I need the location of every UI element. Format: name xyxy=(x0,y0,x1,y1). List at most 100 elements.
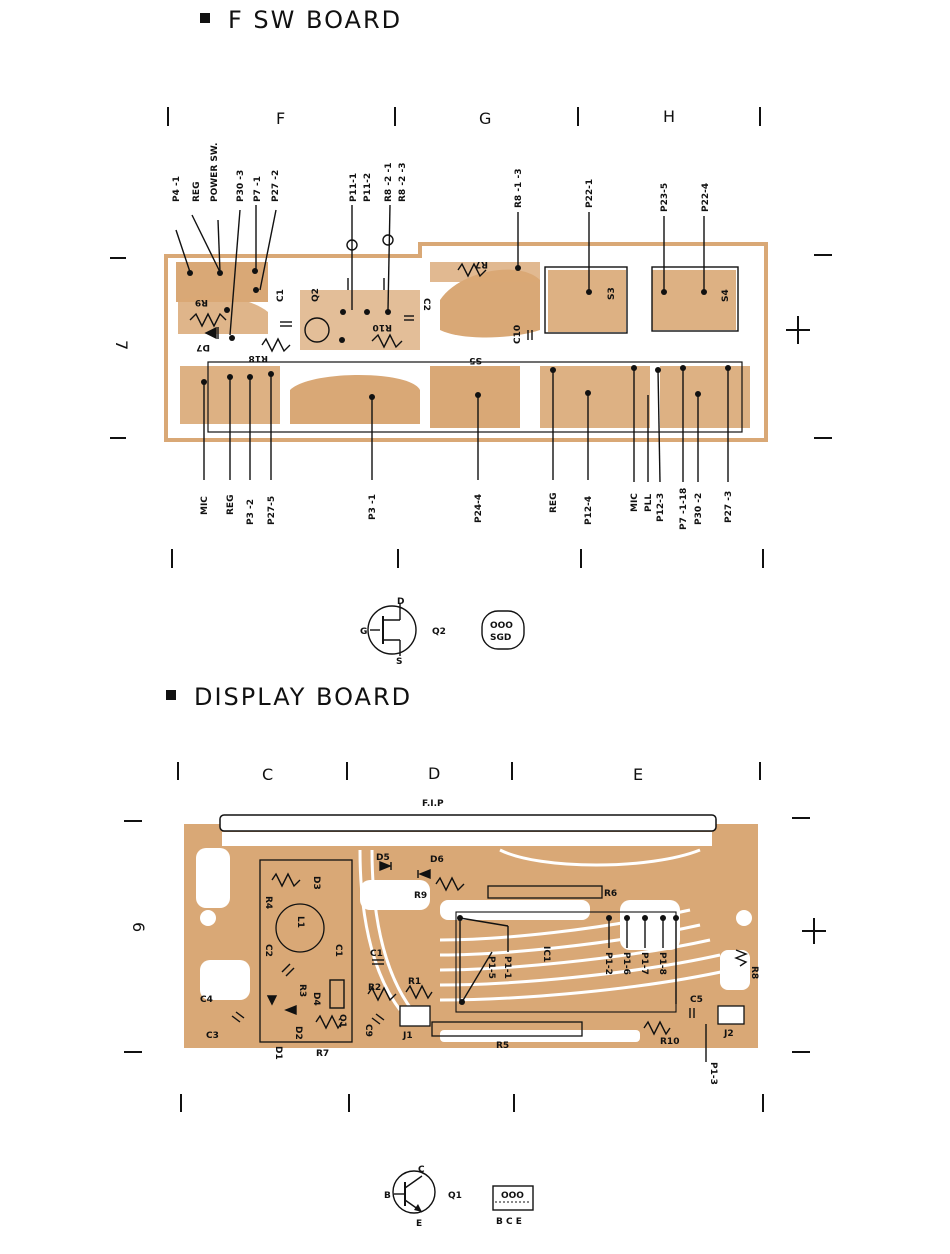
wire-label: P4 -1 xyxy=(172,176,182,202)
part-label: R5 xyxy=(496,1041,509,1051)
pin-label: G xyxy=(360,627,367,637)
display-board-title: DISPLAY BOARD xyxy=(166,683,412,711)
part-label: J1 xyxy=(402,1031,413,1041)
part-label: C3 xyxy=(206,1031,219,1041)
pin-label: P1-6 xyxy=(621,952,631,975)
wire-label: P12-3 xyxy=(656,493,666,522)
display-zone-label: D xyxy=(428,764,440,783)
wire-label: PLL xyxy=(644,494,654,512)
part-label: Q1 xyxy=(337,1014,347,1028)
wire-label: R8 -2 -3 xyxy=(398,163,408,202)
pin-label: P1-1 xyxy=(502,956,512,979)
part-label: C9 xyxy=(363,1024,373,1037)
wire-label: MIC xyxy=(630,493,640,512)
q1-label: Q1 xyxy=(448,1191,462,1201)
part-label: C2 xyxy=(421,298,431,311)
display-pcb xyxy=(184,814,758,1048)
part-label: S5 xyxy=(469,355,482,365)
fip-label: F.I.P xyxy=(422,799,444,809)
part-label: R1 xyxy=(408,977,421,987)
bullet-square-icon xyxy=(166,690,176,700)
wire-label: POWER SW. xyxy=(210,143,220,202)
part-label: R7 xyxy=(316,1049,329,1059)
part-label: D3 xyxy=(311,876,321,890)
fsw-zone-label: H xyxy=(663,107,675,126)
part-label: IC1 xyxy=(541,946,551,962)
wire-label: P7 -1-18 xyxy=(679,488,689,530)
part-label: C1 xyxy=(276,289,286,302)
pin-label: P1-8 xyxy=(657,952,667,975)
package-pins: OOO xyxy=(490,621,513,631)
part-label: R10 xyxy=(373,322,392,332)
package-pin-names: SGD xyxy=(490,633,511,643)
wire-label: P3 -2 xyxy=(246,499,256,525)
display-pin-labels: P1-2 P1-6 P1-7 P1-8 P1-5 P1-1 P1-3 xyxy=(486,952,718,1085)
pin-label: S xyxy=(396,657,402,667)
fsw-zone-label: G xyxy=(479,109,491,128)
part-label: D1 xyxy=(273,1046,283,1060)
wire-label: P24-4 xyxy=(474,494,484,523)
part-label: R7 xyxy=(475,259,488,269)
pin-label: B xyxy=(384,1191,391,1201)
fsw-top-leads xyxy=(175,204,705,336)
fsw-bottom-labels: MIC REG P3 -2 P27-5 P3 -1 P24-4 REG P12-… xyxy=(200,488,734,530)
wire-label: P7 -1 xyxy=(253,176,263,202)
part-label: J2 xyxy=(723,1029,734,1039)
pin-label: P1-2 xyxy=(603,952,613,975)
part-label: C1 xyxy=(333,944,343,957)
part-label: D5 xyxy=(376,853,390,863)
fsw-board-title: F SW BOARD xyxy=(200,6,402,34)
wire-label: REG xyxy=(192,182,202,202)
fsw-board-diagram: F G H 7 xyxy=(110,107,832,667)
pin-label: C xyxy=(418,1165,425,1175)
part-label: R4 xyxy=(263,896,273,909)
wire-label: P22-1 xyxy=(585,179,595,208)
package-pin-names: B C E xyxy=(496,1217,522,1227)
wire-label: P3 -1 xyxy=(368,494,378,520)
wire-label: REG xyxy=(226,495,236,515)
q2-label: Q2 xyxy=(432,627,446,637)
fsw-bottom-leads xyxy=(203,368,729,483)
wire-label: P11-2 xyxy=(363,173,373,202)
fsw-row-label: 7 xyxy=(112,340,131,350)
part-label: R2 xyxy=(368,983,381,993)
part-label: R9 xyxy=(414,891,427,901)
wire-label: P27-5 xyxy=(267,496,277,525)
part-label: S3 xyxy=(607,287,617,300)
part-label: R3 xyxy=(297,984,307,997)
display-components xyxy=(231,860,748,1036)
pin-label: E xyxy=(416,1219,422,1229)
part-label: C5 xyxy=(690,995,703,1005)
q1-transistor-symbol: B C E Q1 OOO B C E xyxy=(384,1165,534,1229)
pin-label: D xyxy=(397,597,404,607)
part-label: R18 xyxy=(249,353,268,363)
wire-label: P12-4 xyxy=(584,496,594,525)
display-pin-leads xyxy=(459,917,707,1062)
display-part-labels: D5 D6 R9 R6 R4 D3 L1 C1 C2 R3 D4 Q1 D2 C… xyxy=(200,853,759,1060)
wire-label: P27 -2 xyxy=(271,170,281,202)
part-label: Q2 xyxy=(311,288,321,302)
part-label: D2 xyxy=(293,1026,303,1040)
wire-label: P30 -2 xyxy=(694,493,704,525)
part-label: C4 xyxy=(200,995,213,1005)
bullet-square-icon xyxy=(200,13,210,23)
wire-label: P11-1 xyxy=(349,173,359,202)
pin-label: P1-7 xyxy=(639,952,649,975)
part-label: C10 xyxy=(513,325,523,344)
display-zone-label: E xyxy=(633,765,643,784)
part-label: R6 xyxy=(604,889,617,899)
fsw-pcb xyxy=(164,242,768,442)
display-zone-dividers xyxy=(124,762,826,1112)
display-board-diagram: C D E 6 xyxy=(124,762,826,1229)
pin-label: P1-5 xyxy=(486,956,496,979)
part-label: R10 xyxy=(660,1037,679,1047)
part-label: D7 xyxy=(196,342,210,352)
q2-fet-symbol: G D S Q2 OOO SGD xyxy=(360,597,525,667)
part-label: S4 xyxy=(721,289,731,302)
wire-label: MIC xyxy=(200,496,210,515)
part-label: C2 xyxy=(263,944,273,957)
wire-label: P23-5 xyxy=(660,183,670,212)
part-label: D4 xyxy=(311,992,321,1006)
wire-label: P22-4 xyxy=(701,183,711,212)
display-row-label: 6 xyxy=(129,922,148,932)
